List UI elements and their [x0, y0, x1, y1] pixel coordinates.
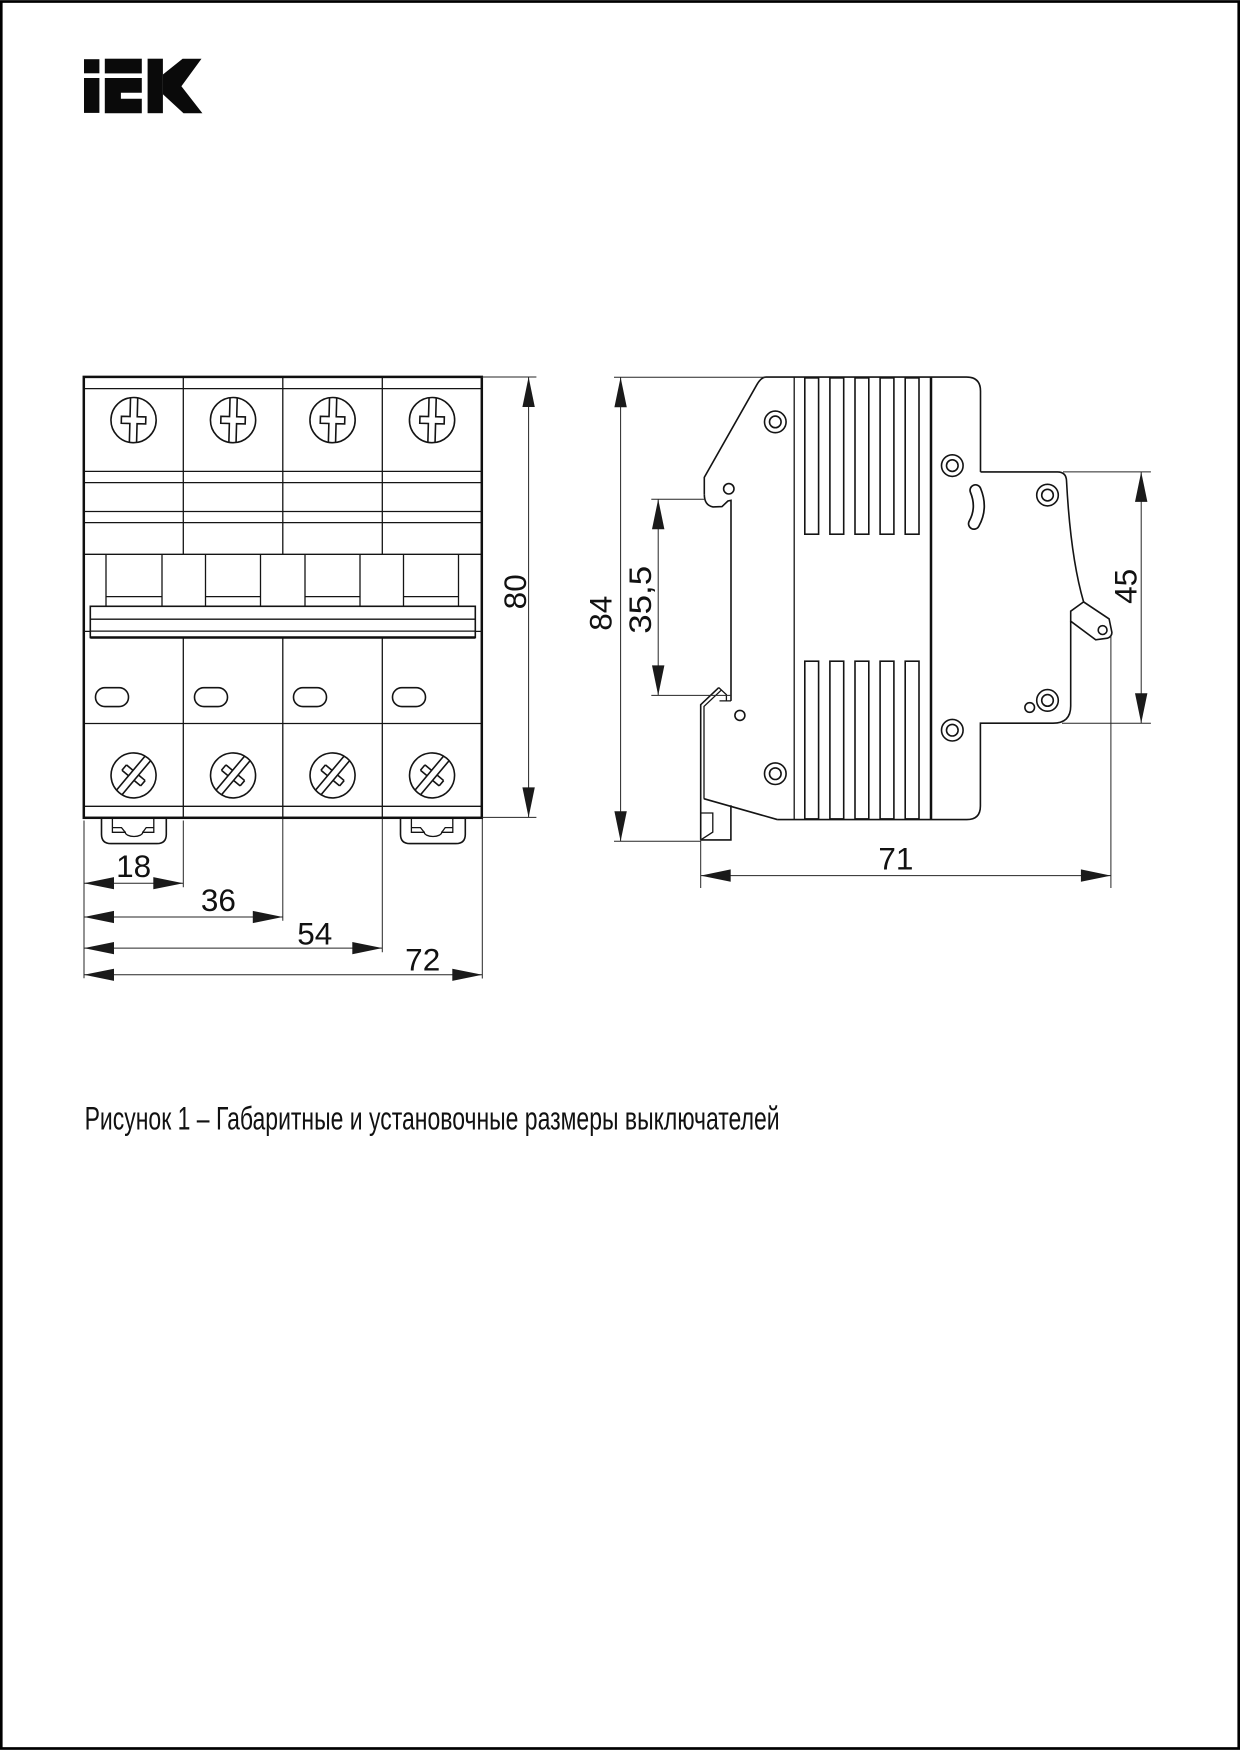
svg-text:18: 18: [116, 848, 151, 884]
svg-text:84: 84: [582, 596, 618, 631]
svg-text:36: 36: [201, 882, 236, 918]
svg-text:72: 72: [405, 942, 440, 978]
svg-text:35,5: 35,5: [622, 566, 658, 634]
svg-text:80: 80: [497, 574, 533, 609]
svg-text:71: 71: [878, 841, 913, 877]
svg-text:Рисунок 1 – Габаритные и устан: Рисунок 1 – Габаритные и установочные ра…: [85, 1101, 780, 1137]
svg-text:45: 45: [1108, 569, 1144, 604]
svg-text:54: 54: [297, 915, 332, 951]
